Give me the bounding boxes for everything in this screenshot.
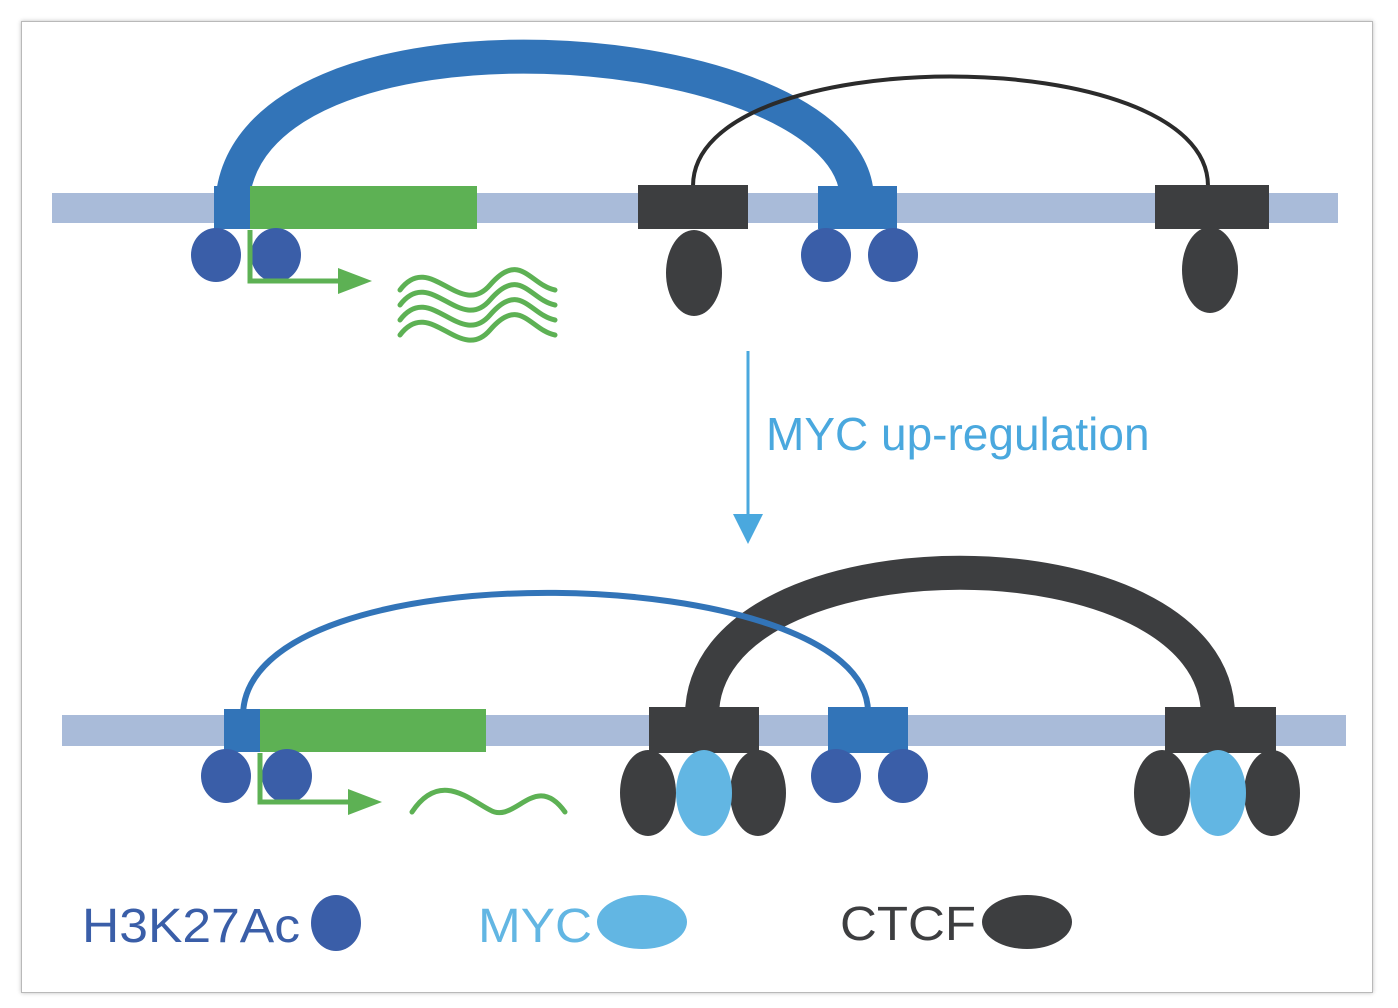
h3k27ac-mark <box>251 228 301 282</box>
h3k27ac-mark <box>801 228 851 282</box>
legend-label-ctcf: CTCF <box>840 898 976 951</box>
ctcf-site-top-1 <box>638 185 748 229</box>
gene-body-bottom <box>260 709 486 752</box>
myc-protein <box>1190 750 1246 836</box>
transition-arrow <box>733 351 763 544</box>
ctcf-protein <box>730 750 786 836</box>
enhancer-anchor-bottom <box>828 707 908 753</box>
ctcf-protein <box>620 750 676 836</box>
ctcf-protein <box>666 230 722 316</box>
promoter-anchor-bottom <box>224 709 260 752</box>
legend-label-h3k27ac: H3K27Ac <box>82 900 300 953</box>
legend-myc-swatch <box>597 895 687 949</box>
legend-h3k27ac-swatch <box>311 895 361 951</box>
transcripts-high <box>397 267 558 343</box>
tss-arrow-top <box>247 230 372 294</box>
ctcf-loop-strong <box>685 555 1235 718</box>
enhancer-promoter-loop-weak <box>240 589 871 717</box>
h3k27ac-mark <box>811 749 861 803</box>
ctcf-protein <box>1182 227 1238 313</box>
legend-ctcf-swatch <box>982 895 1072 949</box>
ctcf-loop-weak <box>691 74 1210 187</box>
legend-label-myc: MYC <box>478 900 592 953</box>
h3k27ac-mark <box>201 749 251 803</box>
transcript-low <box>409 787 568 815</box>
legend: H3K27Ac MYC CTCF <box>82 895 1072 953</box>
promoter-anchor-top <box>214 186 250 229</box>
ctcf-protein <box>1244 750 1300 836</box>
panel-before <box>52 39 1338 343</box>
gene-body-top <box>250 186 477 229</box>
ctcf-protein <box>1134 750 1190 836</box>
enhancer-anchor-top <box>818 186 897 229</box>
transition-label: MYC up-regulation <box>766 408 1150 460</box>
h3k27ac-mark <box>868 228 918 282</box>
h3k27ac-mark <box>262 749 312 803</box>
h3k27ac-mark <box>878 749 928 803</box>
panel-after <box>62 555 1346 836</box>
ctcf-site-top-2 <box>1155 185 1269 229</box>
ctcf-site-bottom-1 <box>649 707 759 753</box>
ctcf-site-bottom-2 <box>1165 707 1276 753</box>
h3k27ac-mark <box>191 228 241 282</box>
tss-arrow-bottom <box>257 753 382 815</box>
enhancer-promoter-loop-strong <box>215 39 874 211</box>
myc-protein <box>676 750 732 836</box>
